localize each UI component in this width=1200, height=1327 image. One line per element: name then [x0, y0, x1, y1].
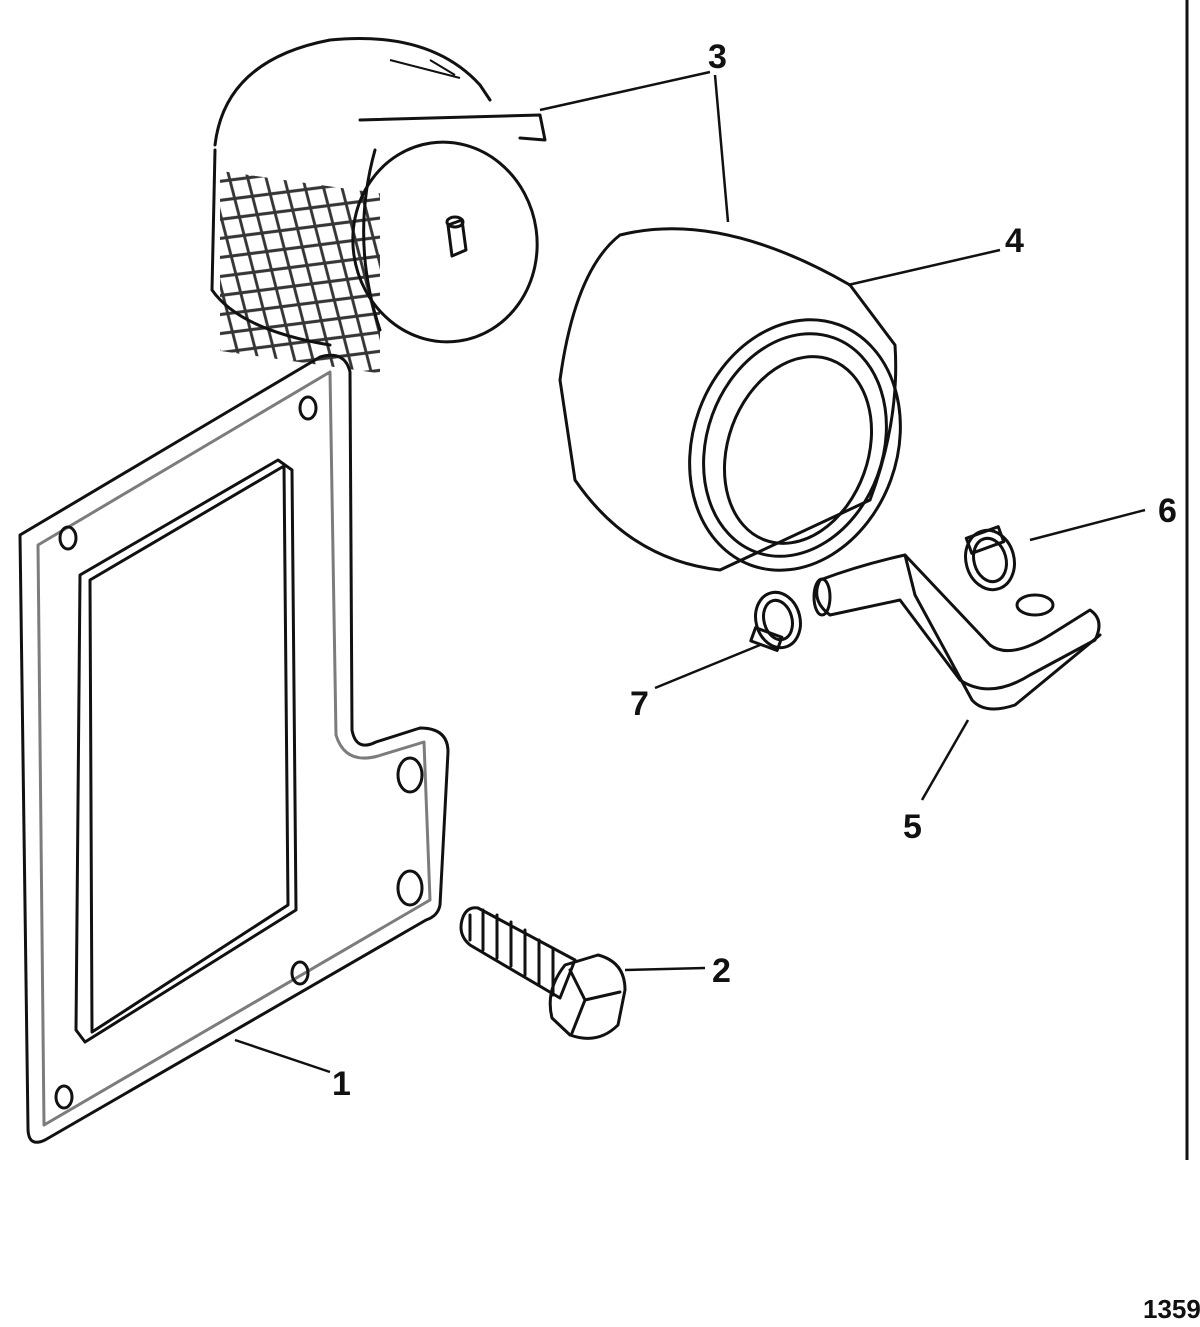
hose-clamp-upper [964, 525, 1016, 592]
callout-1: 1 [332, 1065, 351, 1103]
leader-line-5 [920, 719, 970, 801]
hose-clamp-lower [749, 590, 802, 652]
figure-number: 13593 [1143, 1294, 1200, 1324]
gasket-plate [18, 353, 450, 1144]
foam-sleeve [558, 227, 902, 572]
leader-line-7 [654, 643, 761, 690]
callout-5: 5 [903, 808, 922, 846]
callout-2: 2 [712, 952, 731, 990]
leader-line-3a [539, 70, 711, 112]
callout-3: 3 [708, 38, 727, 76]
pleated-filter-element [210, 36, 547, 374]
leader-line-2 [624, 966, 706, 972]
bolt [459, 906, 627, 1040]
callout-4: 4 [1005, 222, 1024, 260]
leader-line-6 [1029, 508, 1146, 542]
leader-line-4 [847, 248, 1001, 287]
callout-7: 7 [630, 685, 649, 723]
leader-line-1 [234, 1038, 331, 1074]
leader-line-3b [713, 74, 730, 223]
callout-6: 6 [1158, 492, 1177, 530]
hose [812, 553, 1102, 711]
